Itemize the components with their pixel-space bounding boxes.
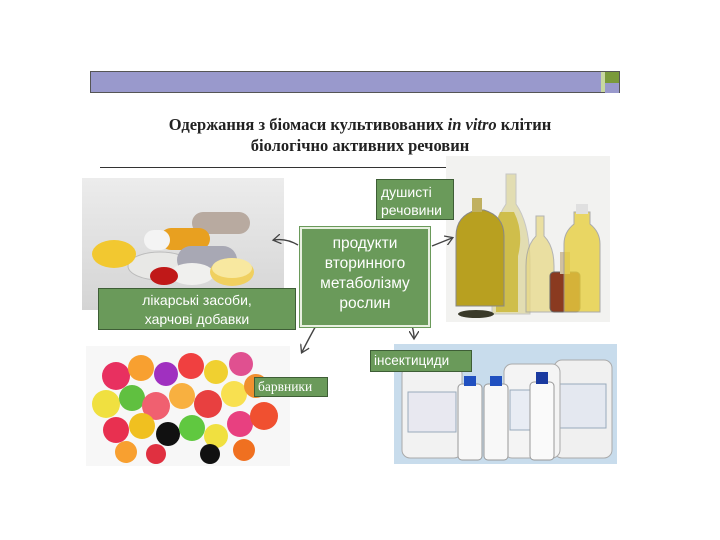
label-aromatic-substances: душисті речовини xyxy=(376,179,454,220)
label-insecticides: інсектициди xyxy=(370,350,472,372)
slide-title: Одержання з біомаси культивованих in vit… xyxy=(168,115,552,155)
label-dyes: барвники xyxy=(254,377,328,397)
insecticide-canisters-photo xyxy=(394,344,617,464)
candies-photo xyxy=(86,346,290,466)
header-bar xyxy=(90,71,620,93)
oil-bottles-photo xyxy=(446,156,610,322)
title-underline xyxy=(100,167,490,168)
center-node-secondary-metabolites: продукти вторинного метаболізму рослин xyxy=(300,227,430,327)
label-medicines: лікарські засоби, харчові добавки xyxy=(98,288,296,330)
